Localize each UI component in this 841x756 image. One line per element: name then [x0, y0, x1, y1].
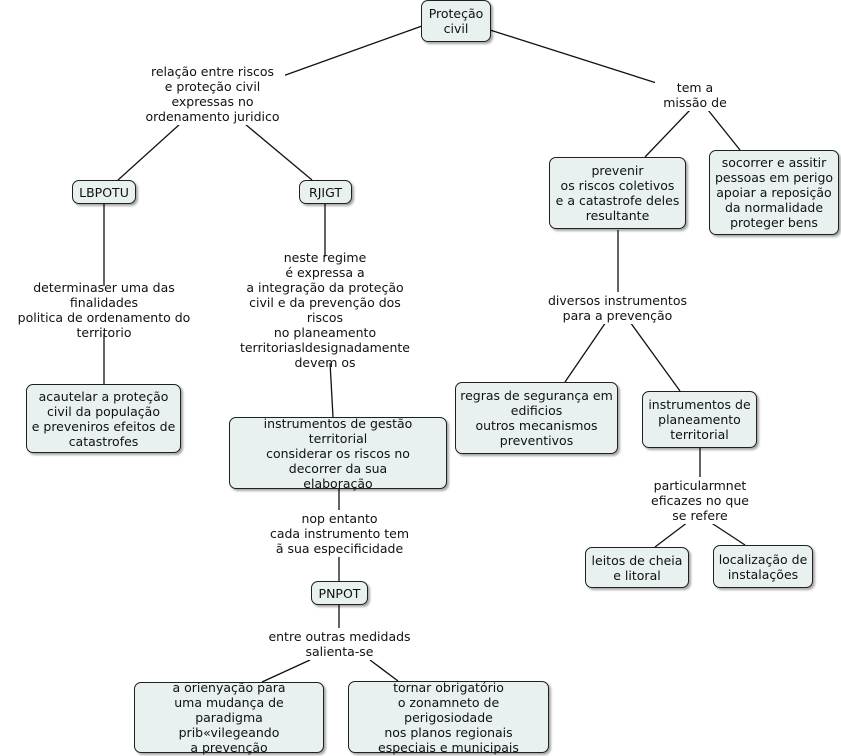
- link-relacao-lbpotu: [117, 123, 181, 181]
- link-diversos-instrumentos-planeamento: [629, 321, 681, 392]
- node-lbpotu[interactable]: LBPOTU: [72, 180, 136, 204]
- link-particularmnet-leitos: [654, 521, 689, 548]
- node-instrumentos-gestao[interactable]: instrumentos de gestão territorial consi…: [229, 416, 447, 491]
- link-label-entre-outras: entre outras medidads salienta-se: [262, 628, 417, 660]
- link-label-neste-regime: neste regime é expressa a a integração d…: [230, 250, 420, 370]
- link-entre-orienyacao: [261, 659, 311, 683]
- node-regras-seguranca[interactable]: regras de segurança em edificios outros …: [455, 382, 618, 454]
- link-label-determinaser: determinaser uma das finalidades politic…: [0, 280, 208, 340]
- link-root-relacao: [279, 25, 423, 78]
- node-rjigt[interactable]: RJIGT: [299, 180, 352, 204]
- link-temamissao-prevenir: [644, 109, 691, 158]
- link-particularmnet-localizacao: [709, 521, 746, 546]
- link-label-diversos: diversos instrumentos para a prevenção: [540, 292, 695, 324]
- link-label-tem-a-missao: tem a missão de: [655, 79, 735, 111]
- node-socorrer[interactable]: socorrer e assitir pessoas em perigo apo…: [709, 150, 839, 235]
- link-relacao-rjigt: [244, 123, 313, 181]
- node-prevenir[interactable]: prevenir os riscos coletivos e a catastr…: [549, 157, 686, 229]
- node-tornar-obrigatorio[interactable]: tornar obrigatório o zonamneto de perigo…: [348, 680, 549, 755]
- node-protecao-civil[interactable]: Proteção civil: [421, 0, 491, 42]
- link-diversos-regras: [564, 321, 607, 383]
- link-root-temamissao: [489, 29, 667, 87]
- node-leitos-cheia[interactable]: leitos de cheia e litoral: [585, 547, 689, 588]
- link-label-relacao: relação entre riscos e proteção civil ex…: [140, 63, 285, 125]
- node-acautelar[interactable]: acautelar a proteção civil da população …: [26, 384, 181, 453]
- link-label-particularmnet: particularmnet eficazes no que se refere: [645, 477, 755, 524]
- node-instrumentos-planeamento[interactable]: instrumentos de planeamento territorial: [642, 391, 757, 448]
- node-pnpot[interactable]: PNPOT: [311, 581, 368, 605]
- link-label-nop-entanto: nop entanto cada instrumento tem ã sua e…: [262, 510, 417, 557]
- link-temamissao-socorrer: [707, 109, 741, 151]
- node-orienyacao[interactable]: a orienyação para uma mudança de paradig…: [134, 680, 324, 755]
- link-entre-tornar: [369, 659, 399, 682]
- link-neste-instrumentos: [329, 361, 334, 418]
- node-localizacao-instalacoes[interactable]: localização de instalações: [713, 545, 813, 588]
